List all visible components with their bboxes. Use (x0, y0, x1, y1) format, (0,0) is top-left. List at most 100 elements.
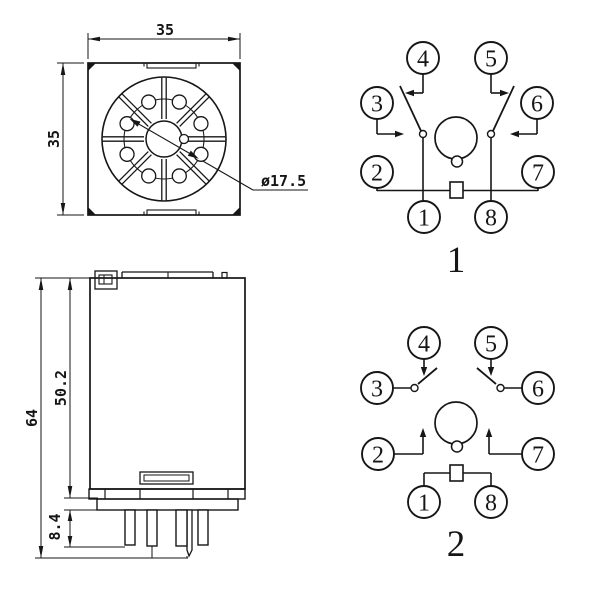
spoke (121, 93, 152, 124)
terminal-1: 5 (474, 41, 508, 75)
center-post (434, 116, 478, 160)
pin-hole (193, 146, 209, 162)
terminal-circle (474, 41, 508, 75)
spoke (118, 96, 149, 127)
terminal-number: 1 (418, 206, 430, 232)
arrow-up (419, 428, 427, 437)
terminal-number: 5 (485, 332, 497, 358)
terminal-circle (407, 326, 441, 360)
terminal-number: 4 (417, 47, 429, 73)
pivot-contact (486, 129, 496, 139)
pin (175, 509, 188, 547)
corner-chamfer (232, 63, 240, 71)
pin (146, 509, 158, 547)
terminal-number: 3 (371, 377, 383, 403)
dim-top-width: 35 (87, 21, 241, 59)
switch-blade (491, 85, 515, 133)
pin-circle-dim-label: ø17.5 (261, 172, 306, 190)
terminal-circle (474, 485, 508, 519)
diagram-2-label: 2 (447, 524, 466, 565)
terminal-circle (520, 86, 554, 120)
bottom-notch (146, 209, 197, 216)
pin-hole (171, 168, 187, 184)
dim-arrow (38, 278, 44, 290)
dim-top-height: 35 (45, 62, 84, 216)
terminal-number: 1 (418, 491, 430, 517)
top-nub (221, 271, 228, 279)
dim-arrow (67, 486, 73, 498)
terminal-circle (474, 326, 508, 360)
center-post-keyway (450, 440, 464, 453)
dim-pin-length: 8.4 (46, 509, 125, 548)
terminal-circle (407, 485, 441, 519)
spoke (121, 154, 152, 185)
terminal-circle (360, 155, 394, 189)
terminal-3: 6 (520, 86, 554, 120)
dim-body-height: 50.2 (52, 278, 98, 499)
spoke (179, 151, 210, 182)
arrow-up (485, 428, 493, 437)
top-width-label: 35 (156, 21, 174, 39)
spoke (176, 93, 207, 124)
terminal-1: 5 (474, 326, 508, 360)
diagram-1-label: 1 (447, 240, 466, 281)
terminal-6: 1 (407, 485, 441, 519)
terminal-3: 6 (521, 371, 555, 405)
pin-hole (141, 94, 157, 110)
terminal-number: 8 (485, 206, 497, 232)
terminal-5: 7 (521, 155, 555, 189)
spoke (118, 151, 149, 182)
pin-bolt-circle (123, 98, 205, 180)
arrow-to-pivot (395, 130, 404, 138)
pin-hole (119, 116, 135, 132)
terminal-circle (521, 155, 555, 189)
dim-arrow (67, 536, 73, 547)
latch-detail-inner (98, 274, 113, 285)
dim-arrow (60, 63, 66, 75)
switch-blade (399, 85, 423, 133)
terminal-4: 2 (361, 437, 395, 471)
arrow-to-pivot (510, 130, 519, 138)
pin (197, 509, 209, 546)
top-notch (146, 62, 197, 69)
base-plate (96, 498, 239, 511)
corner-chamfer (88, 207, 96, 215)
relay-body (89, 277, 246, 490)
outer-circle (101, 76, 227, 202)
terminal-0: 4 (407, 326, 441, 360)
terminal-number: 6 (531, 92, 543, 118)
arrow-to-blade (487, 367, 495, 376)
hub-keyway (178, 133, 190, 145)
spoke (179, 96, 210, 127)
pin-length-label: 8.4 (46, 513, 64, 540)
terminal-number: 6 (532, 377, 544, 403)
pin-hole (141, 168, 157, 184)
terminal-circle (360, 371, 394, 405)
pivot-contact (410, 383, 419, 393)
leader-arrow (129, 118, 141, 127)
top-height-label: 35 (45, 130, 63, 148)
corner-chamfer (88, 63, 96, 71)
terminal-2: 3 (360, 86, 394, 120)
terminal-6: 1 (407, 200, 441, 234)
terminal-circle (521, 437, 555, 471)
coil-symbol (449, 181, 464, 199)
pin-hole (171, 94, 187, 110)
center-post-keyway (450, 155, 464, 168)
base-strip (88, 488, 246, 500)
dim-arrow (67, 278, 73, 290)
terminal-number: 5 (485, 47, 497, 73)
label-slot (139, 471, 194, 485)
spoke (176, 154, 207, 185)
latch-detail (94, 270, 118, 290)
terminal-number: 8 (485, 491, 497, 517)
corner-chamfer (232, 207, 240, 215)
arrow-to-blade (405, 89, 414, 97)
terminal-circle (361, 437, 395, 471)
center-spigot (186, 509, 193, 558)
terminal-4: 2 (360, 155, 394, 189)
terminal-number: 7 (532, 443, 544, 469)
